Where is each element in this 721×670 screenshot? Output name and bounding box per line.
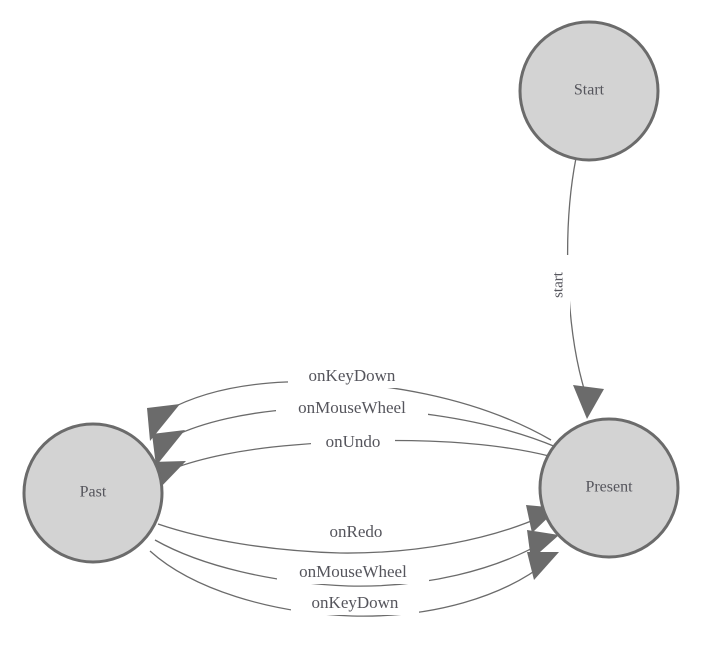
edge-label-past-present-onkeydown-backdrop	[291, 593, 419, 615]
node-past-label: Past	[80, 484, 107, 501]
node-present-circle	[538, 417, 680, 559]
edge-label-present-past-onmousewheel: onMouseWheel	[276, 398, 428, 420]
edge-label-past-present-onkeydown: onKeyDown	[291, 593, 419, 615]
edge-label-present-past-onkeydown-text: onKeyDown	[309, 366, 396, 385]
node-past[interactable]: Past	[22, 422, 164, 564]
node-present-label: Present	[585, 479, 633, 496]
edge-label-start: start	[549, 255, 570, 317]
edge-start-to-present[interactable]	[567, 157, 604, 419]
edge-label-present-past-onmousewheel-backdrop	[276, 398, 428, 420]
edge-label-past-present-onredo-text: onRedo	[330, 522, 383, 541]
edge-past-to-present-onredo-path	[157, 515, 544, 554]
edge-label-past-present-onmousewheel-backdrop	[277, 562, 429, 584]
edge-present-to-past-onmousewheel-arrowhead	[152, 430, 185, 466]
edge-label-start-backdrop	[549, 255, 570, 317]
edge-label-present-past-onundo-backdrop	[311, 432, 395, 454]
edge-label-present-past-onkeydown-backdrop	[288, 366, 416, 388]
edge-label-past-present-onmousewheel-text: onMouseWheel	[299, 562, 407, 581]
edge-label-start-text: start	[550, 271, 566, 298]
node-past-circle	[22, 422, 164, 564]
edge-past-to-present-onkeydown[interactable]	[149, 550, 559, 617]
edge-start-to-present-arrowhead	[573, 385, 604, 419]
node-present[interactable]: Present	[538, 417, 680, 559]
edge-label-present-past-onmousewheel-text: onMouseWheel	[298, 398, 406, 417]
edge-past-to-present-onkeydown-path	[149, 550, 549, 617]
node-start-circle	[518, 20, 660, 162]
node-start[interactable]: Start	[518, 20, 660, 162]
edge-start-to-present-path	[567, 157, 586, 393]
edge-label-past-present-onkeydown-text: onKeyDown	[312, 593, 399, 612]
edge-label-past-present-onredo: onRedo	[314, 522, 398, 544]
edge-label-past-present-onredo-backdrop	[314, 522, 398, 544]
edge-label-present-past-onundo: onUndo	[311, 432, 395, 454]
edge-present-to-past-onkeydown-arrowhead	[147, 404, 180, 441]
node-start-label: Start	[574, 82, 605, 99]
edge-label-present-past-onundo-text: onUndo	[326, 432, 381, 451]
edge-label-past-present-onmousewheel: onMouseWheel	[277, 562, 429, 584]
edge-past-to-present-onkeydown-arrowhead	[527, 552, 559, 580]
edge-label-present-past-onkeydown: onKeyDown	[288, 366, 416, 388]
edge-past-to-present-onmousewheel-path	[154, 539, 546, 587]
